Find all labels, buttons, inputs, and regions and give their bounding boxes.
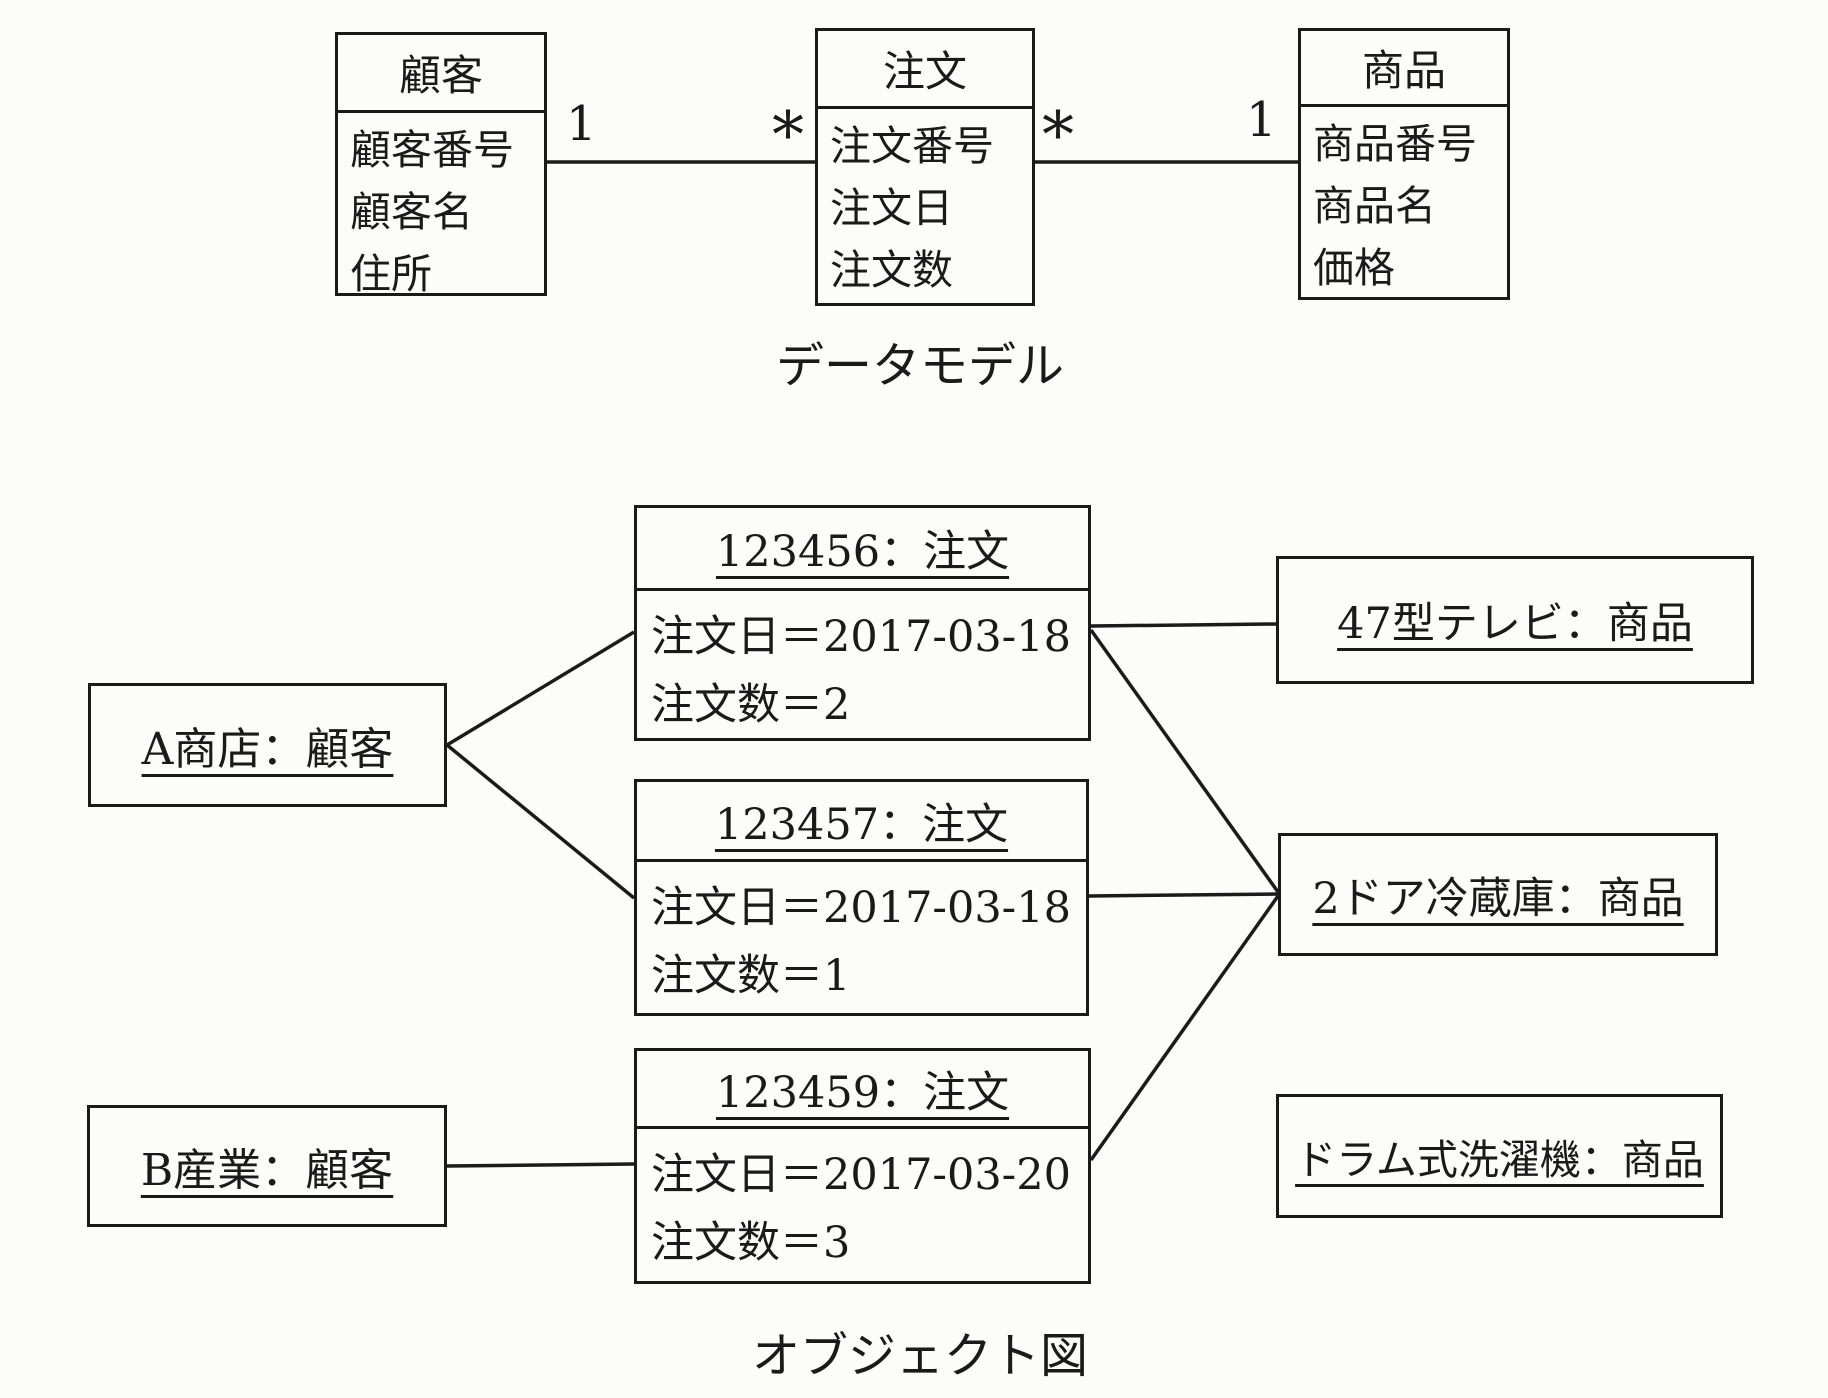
- attribute-text: 顧客番号: [350, 126, 514, 174]
- link-astore-order123456: [446, 630, 635, 747]
- multiplicity-order-side-left: *: [772, 99, 804, 173]
- attribute-text: 注文日＝2017-03-20: [651, 1150, 1071, 1200]
- object-label: B産業：顧客: [140, 1145, 394, 1196]
- object-box-order-123457: 123457：注文 注文日＝2017-03-18 注文数＝1: [634, 779, 1089, 1016]
- object-title-text: 123456：注文: [715, 527, 1010, 577]
- class-title-product: 商品: [1301, 31, 1507, 107]
- attribute-text: 注文日: [830, 184, 953, 232]
- class-title-customer: 顧客: [338, 35, 544, 113]
- class-title-order: 注文: [818, 31, 1032, 109]
- object-label: ドラム式洗濯機：商品: [1295, 1136, 1704, 1184]
- class-attributes-product: 商品番号 商品名 価格: [1301, 107, 1507, 299]
- link-order123459-fridge: [1089, 894, 1280, 1162]
- object-label: A商店：顧客: [141, 724, 394, 775]
- attribute-text: 商品番号: [1313, 120, 1477, 168]
- attribute-text: 注文数＝1: [651, 951, 851, 1001]
- object-label: 2ドア冷蔵庫：商品: [1312, 873, 1684, 924]
- multiplicity-customer-side: 1: [566, 96, 597, 152]
- multiplicity-product-side: 1: [1246, 92, 1277, 148]
- attribute-text: 注文数: [830, 246, 953, 294]
- object-title: 123457：注文: [637, 782, 1086, 862]
- class-attributes-customer: 顧客番号 顧客名 住所: [338, 113, 544, 305]
- object-title: 123459：注文: [637, 1051, 1088, 1129]
- object-title-text: 123459：注文: [715, 1067, 1010, 1118]
- class-box-product: 商品 商品番号 商品名 価格: [1298, 28, 1510, 300]
- object-attributes: 注文日＝2017-03-18 注文数＝1: [637, 862, 1086, 1010]
- class-attributes-order: 注文番号 注文日 注文数: [818, 109, 1032, 301]
- object-box-customer-a: A商店：顧客: [88, 683, 447, 807]
- attribute-text: 商品名: [1313, 182, 1436, 230]
- link-order123456-fridge: [1089, 628, 1280, 894]
- object-box-order-123456: 123456：注文 注文日＝2017-03-18 注文数＝2: [634, 505, 1091, 741]
- object-attributes: 注文日＝2017-03-20 注文数＝3: [637, 1129, 1088, 1277]
- attribute-text: 注文番号: [830, 122, 994, 170]
- attribute-text: 価格: [1313, 244, 1395, 292]
- data-model-caption: データモデル: [775, 338, 1064, 394]
- class-box-customer: 顧客 顧客番号 顧客名 住所: [335, 32, 547, 298]
- attribute-text: 注文数＝2: [651, 680, 851, 730]
- link-astore-order123457: [445, 743, 636, 900]
- multiplicity-order-side-right: *: [1042, 99, 1074, 173]
- class-box-order: 注文 注文番号 注文日 注文数: [815, 28, 1035, 306]
- object-box-order-123459: 123459：注文 注文日＝2017-03-20 注文数＝3: [634, 1048, 1091, 1284]
- attribute-text: 注文日＝2017-03-18: [651, 612, 1071, 662]
- link-bindustry-order123459: [446, 1162, 635, 1168]
- link-order123457-fridge: [1088, 892, 1279, 898]
- attribute-text: 住所: [350, 250, 432, 298]
- object-label: 47型テレビ：商品: [1337, 599, 1693, 649]
- object-diagram-caption: オブジェクト図: [751, 1328, 1088, 1384]
- object-title-text: 123457：注文: [714, 799, 1009, 850]
- attribute-text: 顧客名: [350, 188, 473, 236]
- attribute-text: 注文数＝3: [651, 1218, 851, 1268]
- object-box-product-washer: ドラム式洗濯機：商品: [1276, 1094, 1723, 1218]
- object-box-product-tv: 47型テレビ：商品: [1276, 556, 1754, 684]
- object-title: 123456：注文: [637, 508, 1088, 591]
- object-attributes: 注文日＝2017-03-18 注文数＝2: [637, 591, 1088, 739]
- link-order123456-tv: [1090, 622, 1277, 628]
- object-box-customer-b: B産業：顧客: [87, 1105, 447, 1227]
- object-box-product-fridge: 2ドア冷蔵庫：商品: [1278, 833, 1718, 956]
- attribute-text: 注文日＝2017-03-18: [651, 883, 1071, 933]
